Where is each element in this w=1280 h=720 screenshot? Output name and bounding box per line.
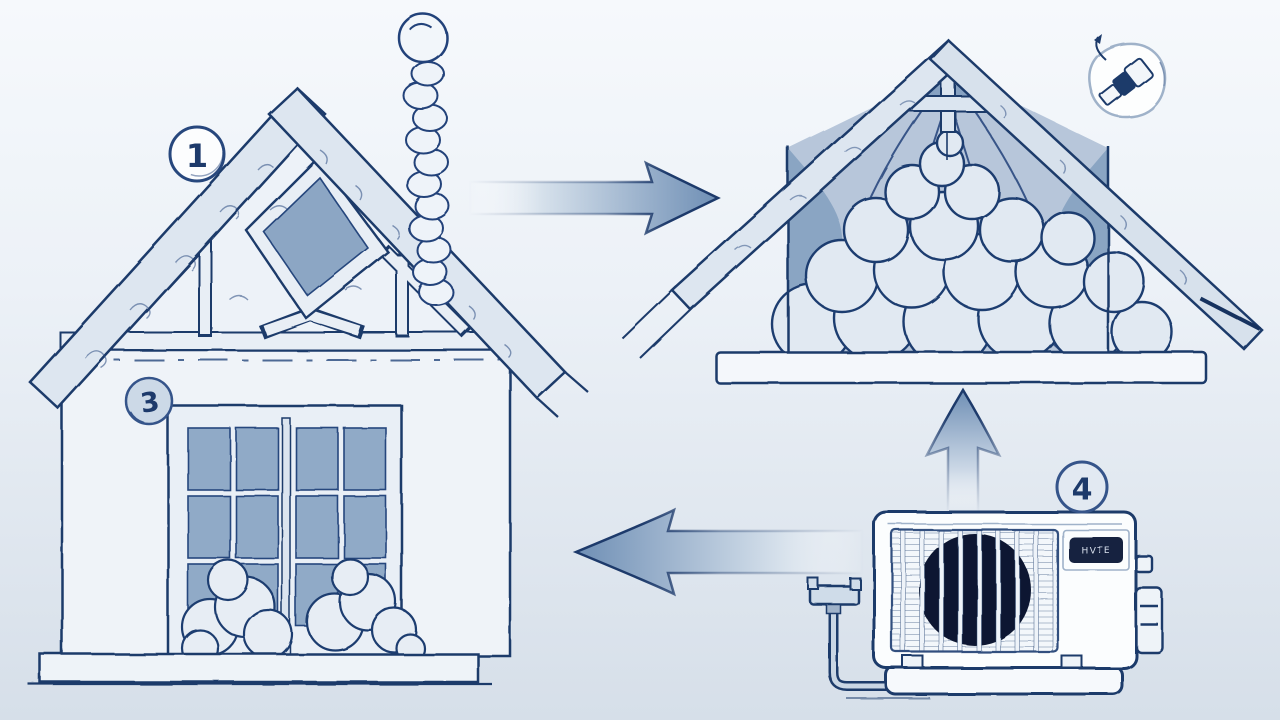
attic-roof-texture bbox=[734, 100, 1187, 285]
attic-cross-section bbox=[621, 38, 1264, 385]
house-roof-left-band bbox=[28, 86, 327, 410]
attic-floor-slab bbox=[714, 350, 1208, 385]
refrigerant-pipes bbox=[807, 577, 933, 699]
brand-label-text: HVTE bbox=[1081, 546, 1111, 556]
step-1-badge: 1 bbox=[168, 125, 226, 183]
step-4-badge: 4 bbox=[1055, 460, 1109, 514]
arrows bbox=[468, 160, 1002, 597]
svg-text:1: 1 bbox=[186, 137, 208, 175]
arrow-left-icon bbox=[572, 507, 864, 597]
attic-roof-right-band bbox=[928, 38, 1264, 351]
chimney-smoke bbox=[397, 12, 454, 306]
step-3-badge: 3 bbox=[124, 376, 174, 426]
side-connection-box bbox=[1134, 554, 1164, 654]
step-badges: 1 3 4 bbox=[124, 125, 1109, 514]
tool-icon bbox=[1088, 34, 1167, 119]
heat-pump-unit: HVTE bbox=[807, 510, 1164, 699]
gable-diamond-pane bbox=[262, 176, 370, 298]
brand-label-plate: HVTE bbox=[1062, 529, 1130, 571]
svg-text:4: 4 bbox=[1072, 473, 1093, 508]
house-plinth bbox=[38, 652, 480, 684]
fan-grille bbox=[890, 528, 1060, 654]
arrow-up-icon bbox=[924, 387, 1002, 514]
heat-pump-base bbox=[884, 664, 1124, 696]
attic-insulation-pile bbox=[770, 128, 1174, 368]
house-top-plate bbox=[59, 331, 509, 351]
smoke-puff bbox=[397, 12, 449, 64]
svg-text:3: 3 bbox=[139, 386, 162, 419]
house bbox=[28, 12, 589, 686]
arrow-right-icon bbox=[468, 160, 721, 236]
